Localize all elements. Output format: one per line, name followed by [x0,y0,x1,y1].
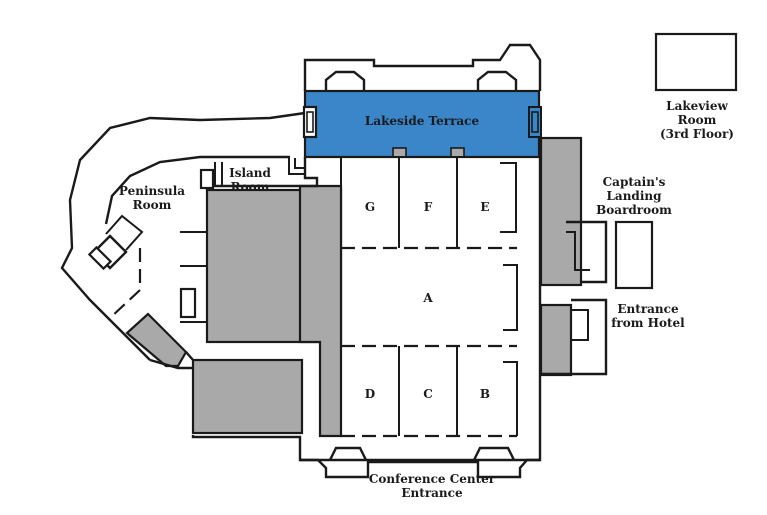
top-bay-left [324,70,366,91]
lakeview-room-label-2: Room [678,113,717,127]
terrace-window-right-inner [531,111,539,133]
peninsula-room-label-1: Peninsula [119,184,185,198]
lakeside-terrace-label: Lakeside Terrace [365,114,480,128]
lakeside-terrace-room[interactable] [303,89,541,159]
terrace-pillar-left [392,147,407,158]
island-room-wall [214,162,223,186]
lakeview-room-label-1: Lakeview [666,99,728,113]
building-outline-top [303,43,542,91]
entrance-hotel-label-1: Entrance [617,302,679,316]
hotel-entrance-outline [541,298,608,376]
island-room-label-2: Room [231,180,270,194]
terrace-pillar-right [450,147,465,158]
service-area-east-upper [539,136,583,287]
captains-landing-label-2: Landing [606,189,662,203]
conference-entrance-bay [328,446,368,461]
west-corridor-outline [149,351,194,370]
service-area-southwest [191,358,304,435]
lakeview-room[interactable] [654,32,738,92]
room-b-label: B [480,387,490,401]
island-room-closet [288,158,306,175]
captains-landing-label-1: Captain's [603,175,666,189]
room-c-label: C [423,387,433,401]
top-bay-right [476,70,518,91]
lakeview-room-label-3: (3rd Floor) [660,127,734,141]
service-area-corridor-west [298,184,343,438]
service-area-diagonal [125,312,188,368]
wall-e-right [500,162,517,233]
peninsula-fixture [87,245,113,271]
service-area-east-lower [539,303,573,377]
island-room-label-1: Island [229,166,271,180]
peninsula-room-label-2: Room [133,198,172,212]
room-e-label: E [480,200,489,214]
room-d-label: D [365,387,375,401]
wall-a-right [503,264,518,331]
room-a-label: A [422,291,433,305]
captains-landing-door [566,231,590,271]
conference-entrance-bay-right [472,446,516,461]
captains-landing-annex [614,220,654,290]
conference-entrance-label-2: Entrance [401,486,463,500]
room-f-label: F [424,200,433,214]
peninsula-closet [105,214,144,251]
wall-b-right [503,361,518,436]
terrace-window-left-inner [306,111,314,133]
west-corridor-stubs [180,231,207,323]
conference-entrance-label-1: Conference Center [369,472,496,486]
captains-landing-boardroom [566,220,608,284]
entrance-hotel-label-2: from Hotel [611,316,685,330]
west-corridor-fixture [179,287,197,319]
captains-landing-label-3: Boardroom [596,203,672,217]
hotel-entrance-door [571,309,589,341]
building-outline-main [191,157,542,479]
peninsula-partition [109,248,142,319]
west-wing-outline [60,111,306,361]
island-room-fixture [199,168,215,190]
room-g-label: G [365,200,375,214]
